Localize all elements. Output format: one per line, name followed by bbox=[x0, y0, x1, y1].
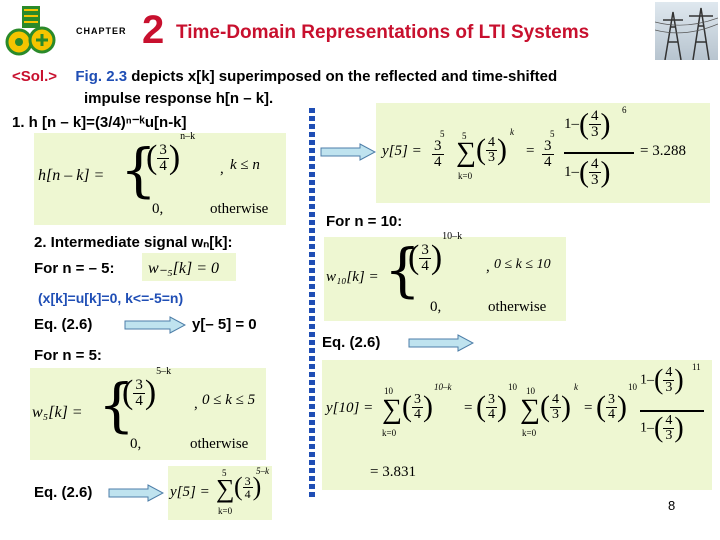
y5-result-sum-bottom: k=0 bbox=[458, 171, 473, 181]
w10-eq-lhs: w₁₀[k] = bbox=[326, 269, 379, 285]
page-number: 8 bbox=[668, 498, 676, 513]
y5-sum-exp: 5–k bbox=[256, 466, 269, 476]
w-neg5-eq: w₋₅[k] = 0 bbox=[148, 260, 220, 277]
y5-one: 1 bbox=[564, 115, 572, 132]
w10-brace: { bbox=[384, 236, 421, 304]
w10-cond-1: 0 ≤ k ≤ 10 bbox=[494, 257, 551, 272]
y10-coef-exp: 10 bbox=[508, 382, 517, 392]
w-neg5-eq-box: w₋₅[k] = 0 bbox=[142, 253, 236, 281]
right-arrow-icon-3 bbox=[320, 143, 376, 161]
case-neg5-label: For n = – 5: bbox=[34, 260, 115, 277]
sol-label: <Sol.> bbox=[12, 68, 58, 85]
w5-cond-2: otherwise bbox=[190, 436, 249, 452]
w5-case-2-val: 0, bbox=[130, 436, 142, 452]
right-arrow-icon-4 bbox=[408, 334, 474, 352]
w5-brace: { bbox=[98, 371, 135, 439]
page-title: Time-Domain Representations of LTI Syste… bbox=[176, 22, 590, 43]
column-divider bbox=[309, 108, 315, 500]
y10-sum-bottom: k=0 bbox=[382, 428, 397, 438]
chapter-logo bbox=[2, 2, 60, 60]
h-eq-cond-1: k ≤ n bbox=[230, 157, 260, 173]
y5-sum-bottom: k=0 bbox=[218, 506, 233, 516]
eq-ref-10: Eq. (2.6) bbox=[322, 334, 381, 351]
case-neg5-note: (x[k]=u[k]=0, k<=-5=n) bbox=[38, 290, 184, 306]
y10-top-exp: 11 bbox=[692, 362, 701, 372]
h-eq-lhs: h[n – k] = bbox=[38, 167, 105, 184]
y10-result-lhs: y[10] = bbox=[326, 400, 374, 416]
gear-logo-icon bbox=[2, 2, 60, 60]
w10-cond-2: otherwise bbox=[488, 299, 547, 315]
fig-ref-link[interactable]: Fig. 2.3 bbox=[75, 68, 128, 85]
right-arrow-icon-2 bbox=[108, 484, 164, 502]
intro-line-1: <Sol.> Fig. 2.3 depicts x[k] superimpose… bbox=[12, 68, 557, 85]
step-2-heading: 2. Intermediate signal wₙ[k]: bbox=[34, 234, 233, 251]
w5-exp: 5–k bbox=[156, 366, 172, 378]
w10-exp: 10–k bbox=[442, 231, 463, 243]
step-1-heading: 1. h [n – k]=(3/4)ⁿ⁻ᵏu[n-k] bbox=[12, 114, 187, 131]
y5-result-sum-top: 5 bbox=[462, 131, 467, 141]
y5-top-exp: 6 bbox=[622, 105, 627, 115]
h-eq-brace: { bbox=[120, 136, 157, 204]
case-5-label: For n = 5: bbox=[34, 347, 102, 364]
w5-cond-1: 0 ≤ k ≤ 5 bbox=[202, 392, 256, 408]
intro-line-2: impulse response h[n – k]. bbox=[84, 90, 274, 107]
eq-ref-neg5: Eq. (2.6) bbox=[34, 316, 93, 333]
h-eq-case-2-val: 0, bbox=[152, 201, 164, 217]
y5-k-exp: k bbox=[510, 127, 514, 137]
power-towers-photo bbox=[654, 2, 719, 61]
eq-ref-5: Eq. (2.6) bbox=[34, 484, 93, 501]
w5-eq-lhs: w₅[k] = bbox=[32, 404, 83, 421]
h-eq-den: 4 bbox=[159, 157, 167, 174]
intro-text-1: depicts x[k] superimposed on the reflect… bbox=[127, 68, 558, 85]
y5-sum-lhs: y[5] = bbox=[170, 484, 210, 500]
h-eq-num: 3 bbox=[157, 141, 169, 159]
y10-k-exp: k bbox=[574, 382, 578, 392]
chapter-label: CHAPTER bbox=[76, 26, 127, 36]
h-eq-cond-2: otherwise bbox=[210, 201, 269, 217]
right-arrow-icon bbox=[124, 316, 186, 334]
case-10-label: For n = 10: bbox=[326, 213, 403, 230]
y5-sum-top: 5 bbox=[222, 468, 227, 478]
y5-minus: – bbox=[571, 115, 580, 132]
h-eq-exp: n–k bbox=[180, 131, 196, 143]
y10-sum-top: 10 bbox=[384, 386, 393, 396]
y5-result-lhs: y[5] = bbox=[382, 143, 422, 159]
y5-result-value: = 3.288 bbox=[640, 143, 686, 159]
y-neg5-result: y[– 5] = 0 bbox=[192, 316, 257, 333]
y10-exp-1: 10–k bbox=[434, 382, 452, 392]
y5-coef-exp: 5 bbox=[440, 129, 445, 139]
chapter-number: 2 bbox=[142, 8, 165, 52]
y10-result-value: = 3.831 bbox=[370, 464, 416, 480]
w10-case-2-val: 0, bbox=[430, 299, 442, 315]
